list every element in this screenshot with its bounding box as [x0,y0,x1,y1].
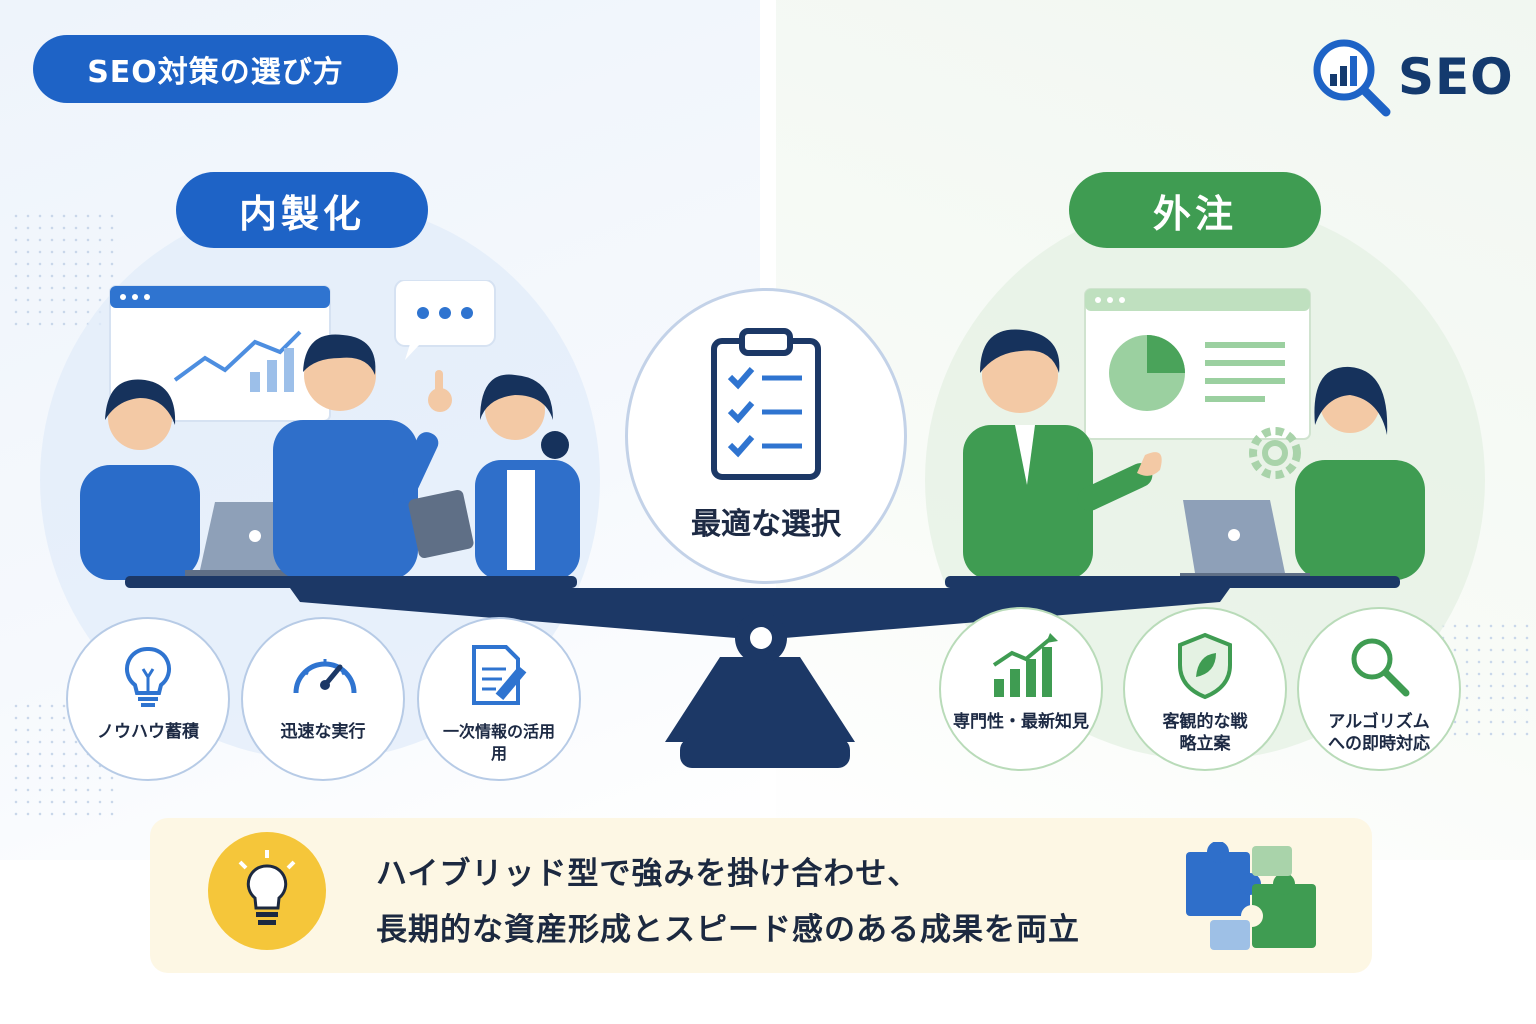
document-edit-icon [472,645,527,705]
lightbulb-icon [124,646,172,707]
feature-knowhow: ノウハウ蓄積 [66,617,230,781]
feature-expertise: 専門性・最新知見 [939,607,1103,771]
outsource-label: 外注 [1069,172,1321,248]
feature-label: 専門性・最新知見 [953,712,1089,732]
feature-label-line1: 客観的な戦 [1162,712,1248,732]
banner-icon-circle [208,832,326,950]
clipboard-checklist-icon [711,328,821,480]
puzzle-icon [1186,842,1316,950]
feature-label-line2: 用 [490,744,507,763]
feature-label-line2: への即時対応 [1328,734,1430,754]
feature-algorithm: アルゴリズム への即時対応 [1297,607,1461,771]
optimal-choice-label: 最適な選択 [691,507,841,542]
banner-line-2: 長期的な資産形成とスピード感のある成果を両立 [376,912,1080,948]
feature-label: 迅速な実行 [280,722,366,742]
feature-primary-info: 一次情報の活用 用 [417,617,581,781]
feature-label: アルゴリズム への即時対応 [1305,711,1453,755]
feature-label-line2: 略立案 [1179,734,1231,754]
page-title: SEO対策の選び方 [33,35,398,103]
seo-logo: SEO [1310,36,1514,118]
magnifier-icon [1351,638,1410,697]
feature-label: 客観的な戦 略立案 [1131,711,1279,755]
logo-text: SEO [1398,48,1514,106]
feature-label-line1: アルゴリズム [1328,712,1430,732]
feature-speed: 迅速な実行 [241,617,405,781]
magnifier-chart-icon [1313,39,1391,117]
feature-label: ノウハウ蓄積 [97,722,199,742]
feature-label: 一次情報の活用 用 [425,721,573,765]
outsource-team-illustration [963,288,1425,581]
optimal-choice-card: 最適な選択 [625,288,907,584]
speedometer-icon [293,659,357,694]
lightbulb-icon [238,850,296,925]
summary-banner: ハイブリッド型で強みを掛け合わせ、 長期的な資産形成とスピード感のある成果を両立 [150,818,1372,973]
inhouse-label: 内製化 [176,172,428,248]
feature-label-line1: 一次情報の活用 [442,722,555,741]
shield-leaf-icon [1178,632,1232,700]
feature-objective-strategy: 客観的な戦 略立案 [1123,607,1287,771]
balance-seesaw [125,576,1400,768]
banner-line-1: ハイブリッド型で強みを掛け合わせ、 [376,856,920,892]
inhouse-team-illustration [80,280,580,580]
growth-chart-icon [992,633,1058,697]
